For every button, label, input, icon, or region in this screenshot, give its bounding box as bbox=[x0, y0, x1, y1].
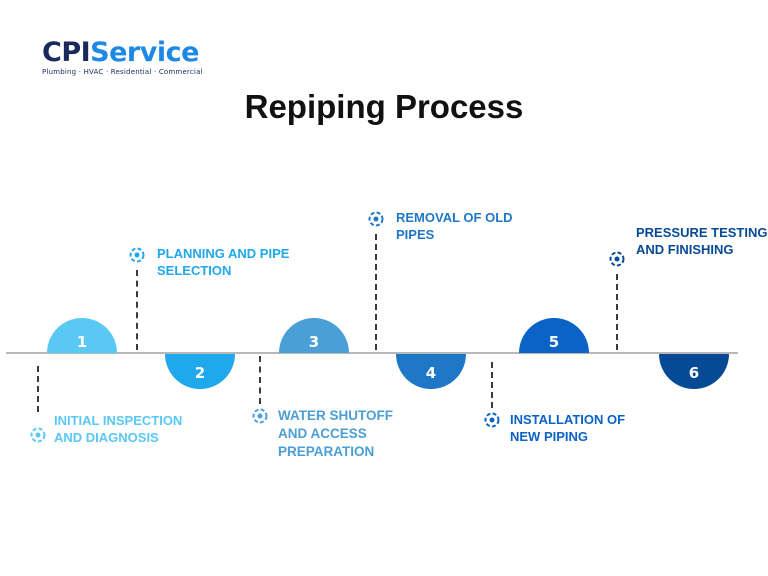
step-5-label-line2: NEW PIPING bbox=[510, 429, 589, 444]
step-6-label: PRESSURE TESTING AND FINISHING bbox=[636, 224, 767, 258]
logo-service-text: Service bbox=[90, 37, 199, 68]
step-2-label: PLANNING AND PIPE SELECTION bbox=[157, 245, 289, 279]
step-3-label-line3: PREPARATION bbox=[278, 444, 375, 459]
step-3-pin-icon bbox=[252, 408, 268, 424]
step-5-semicircle: 5 bbox=[519, 318, 589, 353]
step-1-label: INITIAL INSPECTION AND DIAGNOSIS bbox=[54, 412, 182, 446]
step-5-pin-icon bbox=[484, 412, 500, 428]
step-6-semicircle: 6 bbox=[659, 354, 729, 389]
logo-wordmark: CPIService bbox=[42, 38, 203, 68]
timeline-axis bbox=[6, 352, 738, 354]
step-3-semicircle: 3 bbox=[279, 318, 349, 353]
step-5-label: INSTALLATION OF NEW PIPING bbox=[510, 411, 625, 445]
step-6-pin-icon bbox=[609, 251, 625, 267]
step-6-number: 6 bbox=[688, 364, 700, 382]
step-3-label-line2: AND ACCESS bbox=[278, 426, 367, 441]
step-6-label-line1: PRESSURE TESTING bbox=[636, 225, 768, 240]
step-1-number: 1 bbox=[76, 333, 88, 351]
step-2-semicircle: 2 bbox=[165, 354, 235, 389]
step-2-connector bbox=[136, 270, 138, 350]
step-5-number: 5 bbox=[548, 333, 560, 351]
step-1-label-line2: AND DIAGNOSIS bbox=[54, 430, 159, 445]
step-4-label-line2: PIPES bbox=[396, 227, 435, 242]
step-4-connector bbox=[375, 234, 377, 350]
step-2-label-line1: PLANNING AND PIPE bbox=[157, 246, 290, 261]
step-3-number: 3 bbox=[308, 333, 320, 351]
step-2-pin-icon bbox=[129, 247, 145, 263]
page-title: Repiping Process bbox=[244, 88, 524, 125]
step-1-connector bbox=[37, 366, 39, 412]
step-1-semicircle: 1 bbox=[47, 318, 117, 353]
step-5-connector bbox=[491, 362, 493, 408]
logo-tagline: Plumbing · HVAC · Residential · Commerci… bbox=[42, 68, 203, 76]
step-5-label-line1: INSTALLATION OF bbox=[510, 412, 626, 427]
step-6-label-line2: AND FINISHING bbox=[636, 242, 734, 257]
step-4-semicircle: 4 bbox=[396, 354, 466, 389]
step-3-label: WATER SHUTOFF AND ACCESS PREPARATION bbox=[278, 407, 393, 461]
step-3-label-line1: WATER SHUTOFF bbox=[278, 408, 393, 423]
step-2-number: 2 bbox=[194, 364, 206, 382]
company-logo: CPIService Plumbing · HVAC · Residential… bbox=[42, 38, 203, 77]
step-4-label: REMOVAL OF OLD PIPES bbox=[396, 209, 513, 243]
step-4-number: 4 bbox=[425, 364, 437, 382]
step-4-pin-icon bbox=[368, 211, 384, 227]
step-6-connector bbox=[616, 274, 618, 350]
step-1-label-line1: INITIAL INSPECTION bbox=[54, 413, 183, 428]
logo-cpi-text: CPI bbox=[42, 37, 91, 68]
step-4-label-line1: REMOVAL OF OLD bbox=[396, 210, 513, 225]
step-1-pin-icon bbox=[30, 427, 46, 443]
step-2-label-line2: SELECTION bbox=[157, 263, 232, 278]
step-3-connector bbox=[259, 356, 261, 404]
